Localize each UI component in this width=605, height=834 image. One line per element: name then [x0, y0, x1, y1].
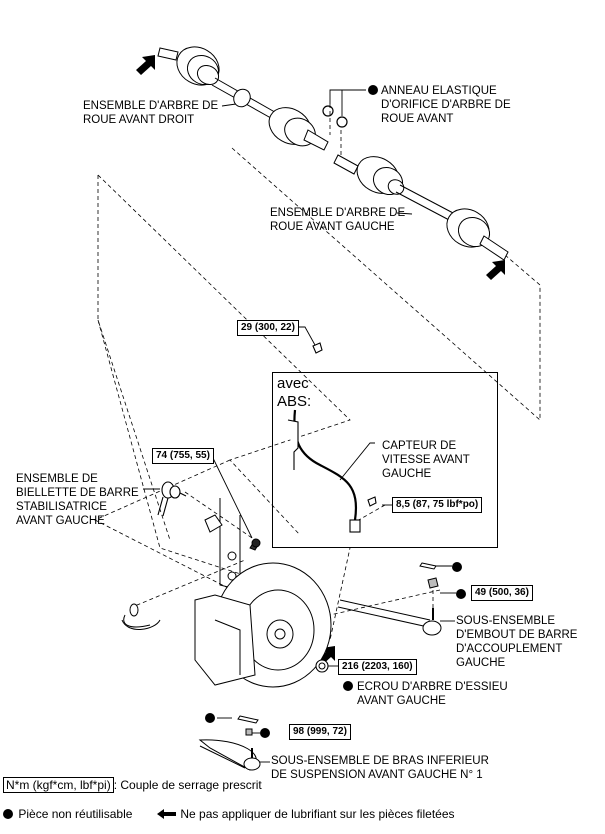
snap-rings — [322, 89, 366, 128]
lower-arm — [198, 715, 261, 771]
torque-stab-nut: 74 (755, 55) — [152, 448, 214, 464]
axle-nut — [315, 659, 329, 673]
torque-lower-arm-nut: 98 (999, 72) — [289, 724, 351, 740]
non-reusable-icon — [260, 728, 270, 738]
legend-non-reusable-text: Pièce non réutilisable — [18, 807, 133, 821]
label-right-drive-shaft: ENSEMBLE D'ARBRE DE ROUE AVANT DROIT — [83, 100, 219, 126]
legend-no-lubricant: Ne pas appliquer de lubrifiant sur les p… — [157, 807, 455, 821]
non-reusable-icon — [343, 681, 353, 691]
legend-non-reusable: Pièce non réutilisable — [3, 807, 132, 821]
left-drive-shaft — [333, 154, 509, 261]
non-reusable-icon — [368, 85, 378, 95]
legend-torque: N*m (kgf*cm, lbf*pi): Couple de serrage … — [3, 777, 262, 793]
tie-rod-end — [337, 562, 442, 636]
torque-bolt-top: 29 (300, 22) — [237, 320, 299, 336]
abs-inset-title: avec ABS: — [277, 375, 312, 410]
legend-torque-desc: : Couple de serrage prescrit — [113, 778, 262, 792]
label-lower-arm: SOUS-ENSEMBLE DE BRAS INFERIEUR DE SUSPE… — [271, 755, 489, 781]
label-speed-sensor: CAPTEUR DE VITESSE AVANT GAUCHE — [382, 440, 470, 480]
torque-axle-nut: 216 (2203, 160) — [338, 659, 417, 675]
non-reusable-icon — [205, 713, 215, 723]
torque-tie-rod-nut: 49 (500, 36) — [471, 585, 533, 601]
stabilizer-link — [157, 481, 187, 517]
abs-wire-clip — [121, 603, 161, 630]
label-left-drive-shaft: ENSEMBLE D'ARBRE DE ROUE AVANT GAUCHE — [270, 207, 406, 233]
cotter-pin-non-reusable — [452, 561, 464, 575]
abs-inset-box: avec ABS: — [272, 372, 498, 548]
label-axle-nut: ECROU D'ARBRE D'ESSIEU AVANT GAUCHE — [343, 680, 508, 707]
tie-rod-nut-non-reusable — [456, 588, 468, 602]
bolt-top — [312, 342, 323, 354]
non-reusable-icon — [456, 589, 466, 599]
axle-nut-text: ECROU D'ARBRE D'ESSIEU AVANT GAUCHE — [357, 681, 508, 707]
label-tie-rod-end: SOUS-ENSEMBLE D'EMBOUT DE BARRE D'ACCOUP… — [456, 615, 578, 669]
legend-torque-unit: N*m (kgf*cm, lbf*pi) — [3, 777, 114, 793]
label-stabilizer-link: ENSEMBLE DE BIELLETTE DE BARRE STABILISA… — [16, 473, 139, 527]
strut — [204, 498, 261, 591]
snap-ring-text: ANNEAU ELASTIQUE D'ORIFICE D'ARBRE DE RO… — [381, 85, 511, 125]
speed-sensor — [287, 409, 377, 533]
brake-disc-hub — [194, 562, 332, 688]
label-snap-ring: ANNEAU ELASTIQUE D'ORIFICE D'ARBRE DE RO… — [368, 84, 511, 125]
non-reusable-icon — [452, 562, 462, 572]
arrow-icon — [157, 809, 176, 819]
cotter-pin-lower-non-reusable — [205, 712, 217, 726]
lower-arm-nut-non-reusable — [260, 727, 272, 741]
filled-circle-icon — [3, 809, 13, 819]
right-drive-shaft — [157, 46, 329, 151]
legend-no-lubricant-text: Ne pas appliquer de lubrifiant sur les p… — [180, 807, 455, 821]
torque-sensor-bolt: 8,5 (87, 75 lbf*po) — [392, 497, 483, 513]
